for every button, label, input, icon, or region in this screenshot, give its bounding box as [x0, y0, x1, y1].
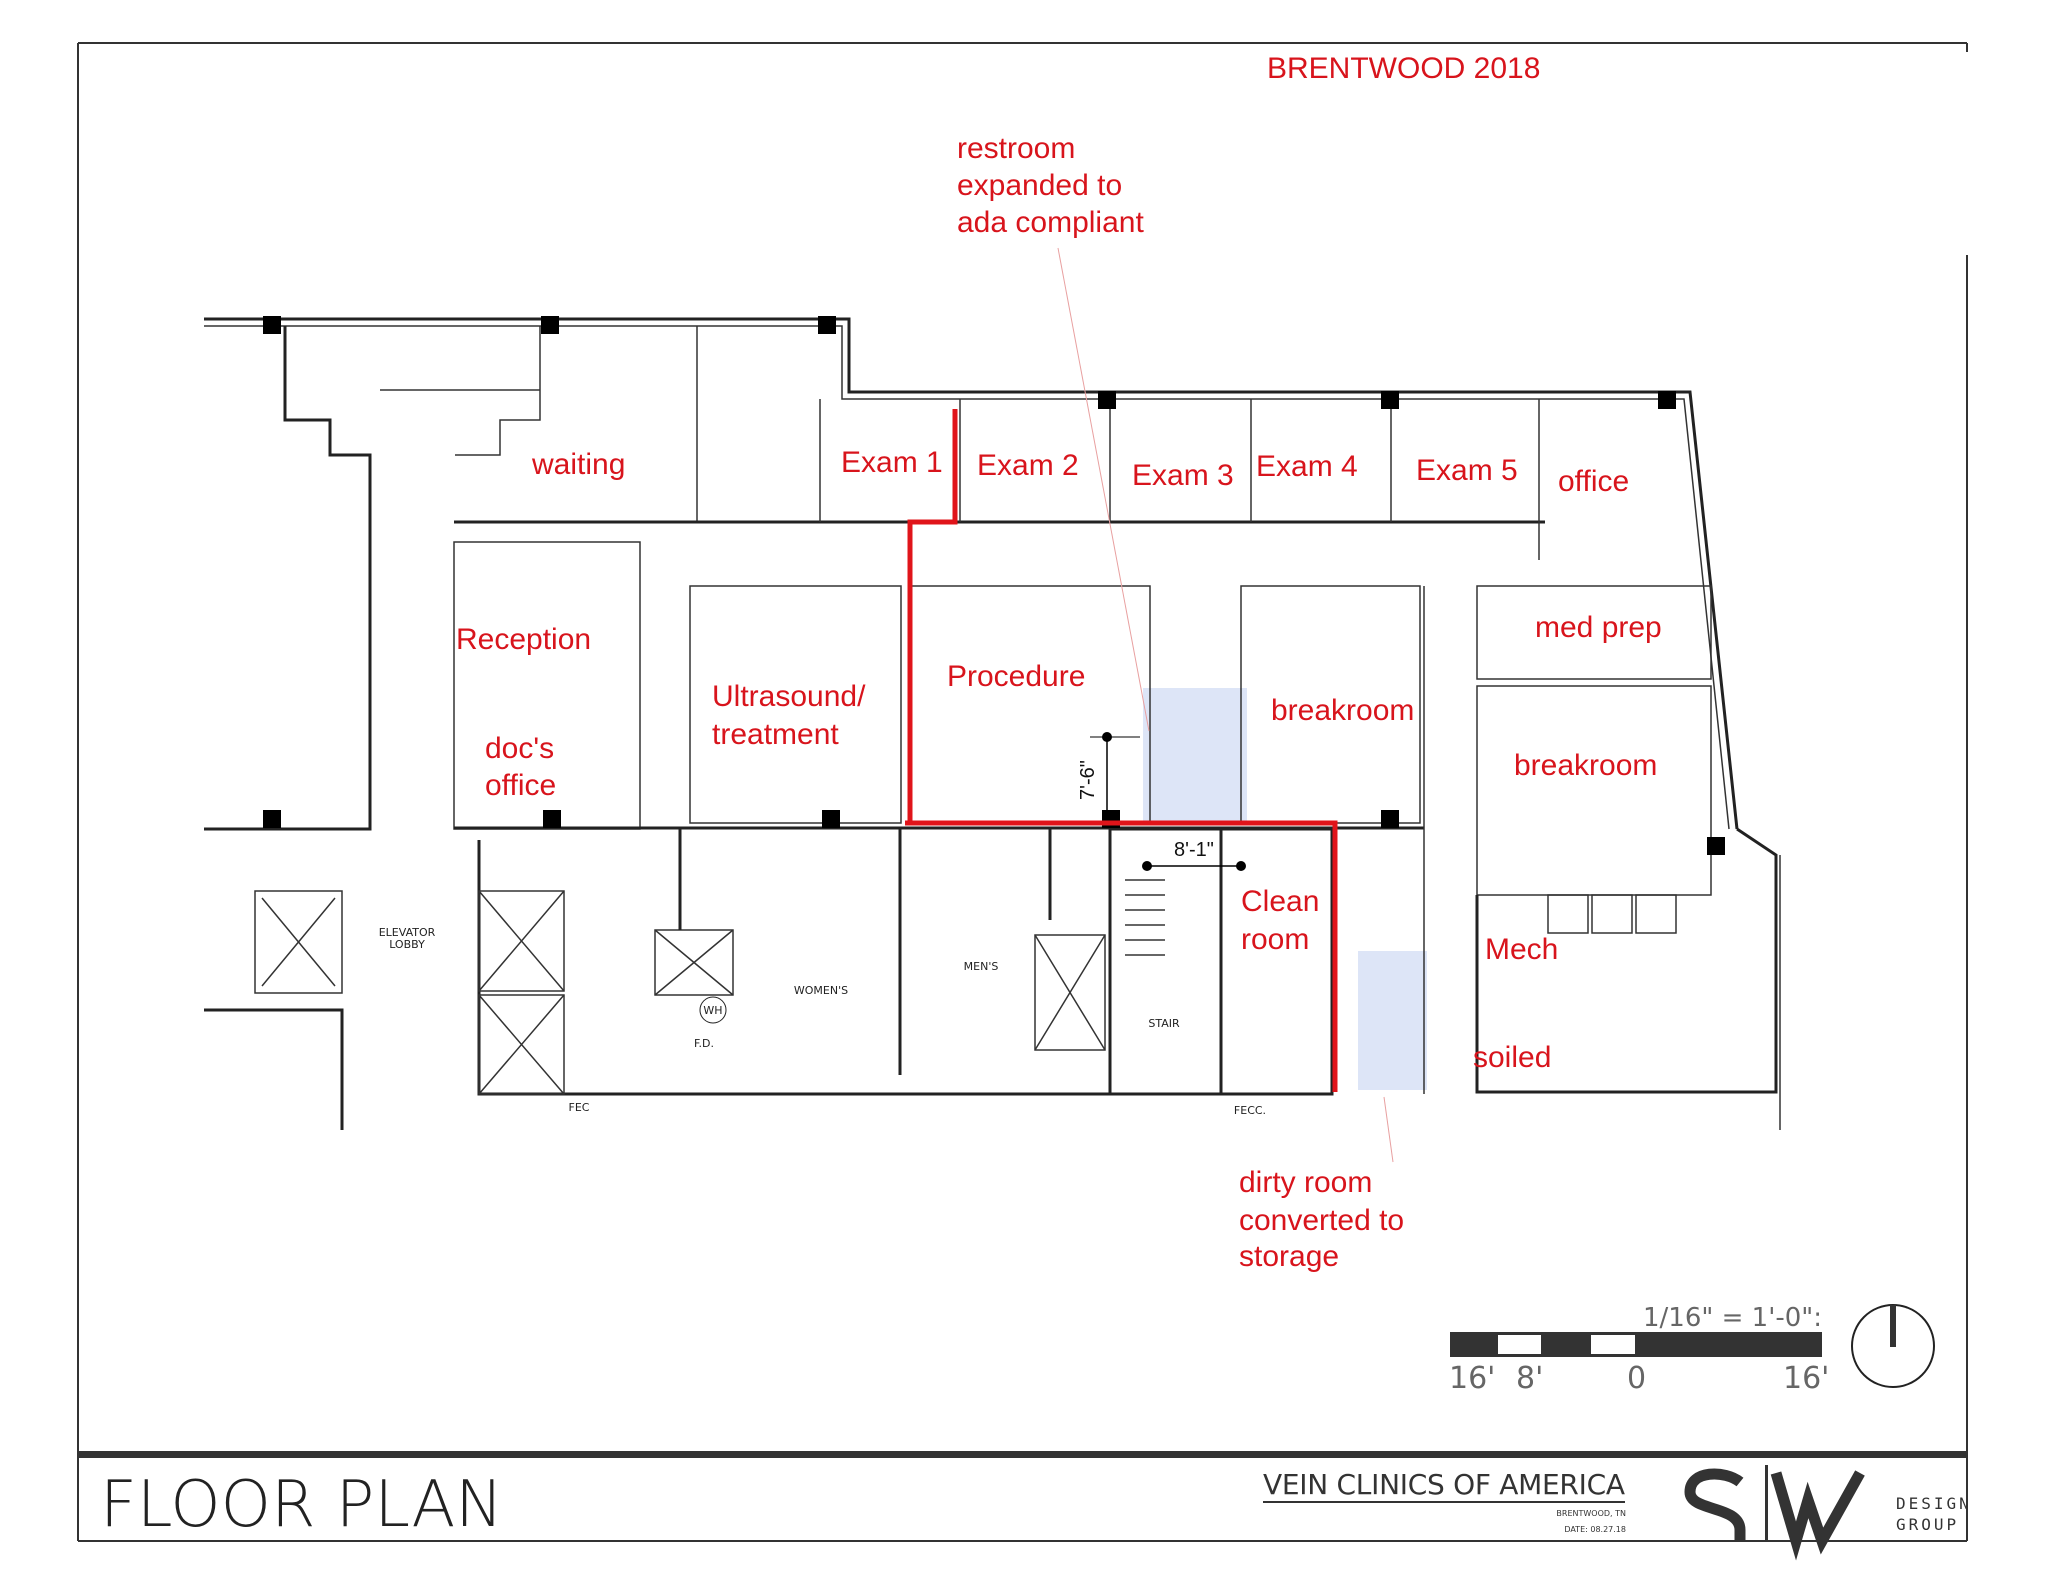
- room-mech: Mech: [1485, 933, 1558, 966]
- ada-restroom-highlight: [1143, 688, 1247, 823]
- label-fecc: FECC.: [1234, 1104, 1266, 1117]
- dirty-room-leader-line: [1383, 1096, 1394, 1163]
- room-ultrasound-1: Ultrasound/: [712, 680, 866, 713]
- label-stair: STAIR: [1148, 1017, 1180, 1030]
- label-mens: MEN'S: [964, 960, 999, 973]
- label-fd: F.D.: [694, 1037, 714, 1050]
- siw-logo: [1684, 1465, 1865, 1561]
- dimension-lines: [1090, 732, 1246, 871]
- dimension-horizontal: 8'-1": [1174, 839, 1214, 861]
- sheet-title: FLOOR PLAN: [100, 1468, 503, 1542]
- logo-design: DESIGN: [1896, 1494, 1972, 1513]
- dirty-room-annotation-1: dirty room: [1239, 1166, 1372, 1199]
- sheet-date: DATE: 08.27.18: [1564, 1525, 1626, 1534]
- label-wh: WH: [703, 1004, 722, 1017]
- sheet-border: [77, 42, 1968, 1542]
- room-docs-office-1: doc's: [485, 732, 554, 765]
- room-office: office: [1558, 465, 1629, 498]
- walls: [204, 317, 1781, 1130]
- scale-tick-16-left: 16': [1449, 1361, 1495, 1396]
- room-waiting: waiting: [531, 448, 625, 481]
- north-arrow-icon: [1851, 1304, 1935, 1388]
- dimension-vertical: 7'-6": [1077, 760, 1099, 800]
- scale-tick-0: 0: [1627, 1361, 1646, 1396]
- client-name: VEIN CLINICS OF AMERICA: [1263, 1468, 1625, 1501]
- room-procedure: Procedure: [947, 660, 1085, 693]
- room-exam-3: Exam 3: [1132, 459, 1234, 492]
- room-ultrasound-2: treatment: [712, 718, 839, 751]
- label-elevator-lobby-1: ELEVATOR: [379, 926, 436, 939]
- room-exam-1: Exam 1: [841, 446, 943, 479]
- label-elevator-lobby-2: LOBBY: [389, 938, 425, 951]
- project-tag: BRENTWOOD 2018: [1267, 52, 1540, 85]
- room-clean-2: room: [1241, 923, 1309, 956]
- label-fec: FEC: [569, 1101, 590, 1114]
- client-location: BRENTWOOD, TN: [1556, 1509, 1626, 1518]
- markup-wall-exam: [907, 409, 958, 823]
- water-heater-icon: [699, 996, 727, 1024]
- dirty-room-annotation-2: converted to: [1239, 1204, 1404, 1237]
- scale-tick-16-right: 16': [1783, 1361, 1829, 1396]
- restroom-annotation-1: restroom: [957, 132, 1075, 165]
- room-docs-office-2: office: [485, 769, 556, 802]
- room-reception: Reception: [456, 623, 591, 656]
- room-med-prep: med prep: [1535, 611, 1662, 644]
- logo-group: GROUP: [1896, 1515, 1959, 1534]
- storage-highlight: [1358, 951, 1427, 1090]
- room-exam-2: Exam 2: [977, 449, 1079, 482]
- scale-label: 1/16" = 1'-0":: [1643, 1303, 1822, 1333]
- room-soiled: soiled: [1473, 1041, 1551, 1074]
- stair-treads: [1125, 879, 1165, 956]
- structural-columns: [263, 316, 1725, 855]
- restroom-annotation-3: ada compliant: [957, 206, 1144, 239]
- room-breakroom-2: breakroom: [1514, 749, 1657, 782]
- scale-bar: [1450, 1332, 1822, 1357]
- room-clean-1: Clean: [1241, 885, 1319, 918]
- room-exam-5: Exam 5: [1416, 454, 1518, 487]
- restroom-annotation-2: expanded to: [957, 169, 1122, 202]
- scale-tick-8: 8': [1516, 1361, 1543, 1396]
- room-exam-4: Exam 4: [1256, 450, 1358, 483]
- markup-wall-corridor: [905, 820, 1338, 1092]
- room-breakroom-1: breakroom: [1271, 694, 1414, 727]
- dirty-room-annotation-3: storage: [1239, 1240, 1339, 1273]
- restroom-leader-line: [1057, 247, 1150, 732]
- label-womens: WOMEN'S: [794, 984, 848, 997]
